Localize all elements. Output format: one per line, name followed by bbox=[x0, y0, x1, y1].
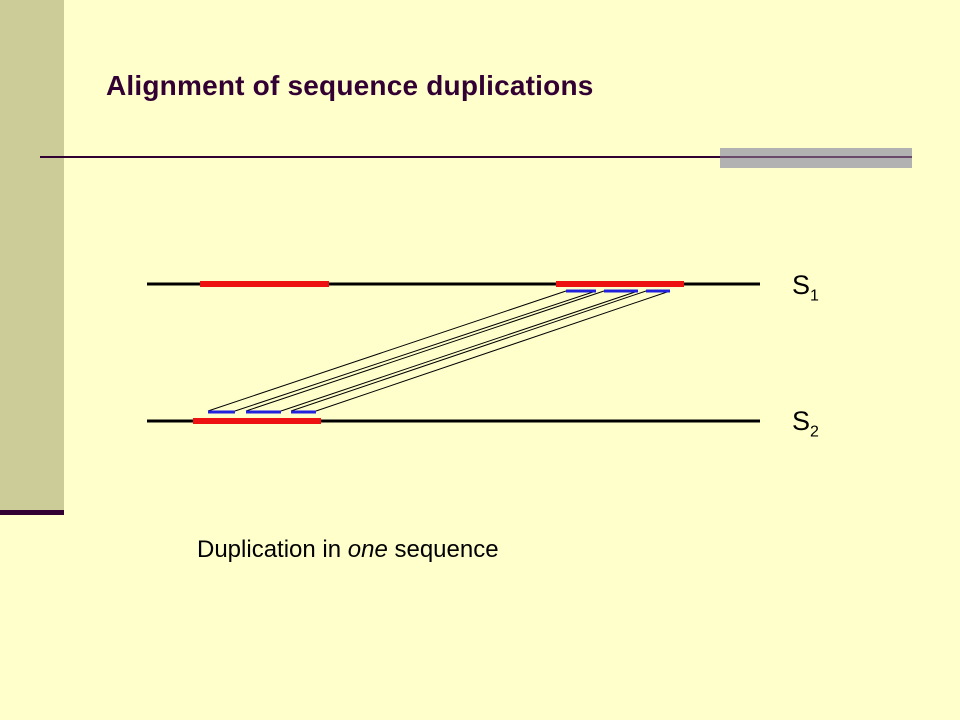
side-bar-foot bbox=[0, 510, 64, 515]
alignment-connectors bbox=[207, 290, 671, 412]
connector bbox=[290, 290, 647, 412]
connector bbox=[207, 290, 567, 412]
connector bbox=[234, 290, 597, 412]
sequence-label-s1: S1 bbox=[792, 270, 819, 305]
sequence-subscript: 2 bbox=[810, 423, 819, 441]
connector bbox=[280, 290, 639, 412]
connector bbox=[245, 290, 605, 412]
sequence-subscript: 1 bbox=[810, 287, 819, 305]
caption-emphasis: one bbox=[347, 536, 388, 563]
side-bar bbox=[0, 0, 64, 510]
title-rule-accent-line bbox=[720, 156, 912, 158]
title-rule-accent bbox=[720, 148, 912, 168]
slide-title: Alignment of sequence duplications bbox=[106, 70, 594, 101]
diagram-caption: Duplication in one sequence bbox=[197, 536, 499, 563]
sequence-label-s2: S2 bbox=[792, 406, 819, 441]
connector bbox=[315, 290, 671, 412]
title-rule bbox=[40, 156, 912, 158]
